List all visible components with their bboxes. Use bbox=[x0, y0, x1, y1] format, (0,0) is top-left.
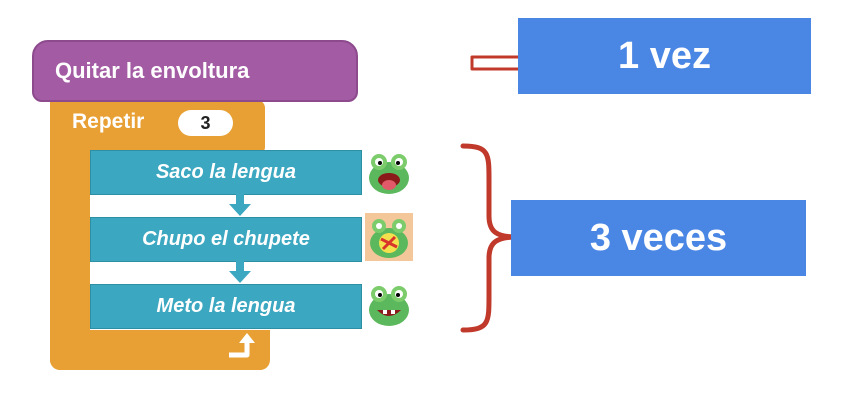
om-nom-smiling-icon bbox=[369, 286, 409, 326]
om-nom-candy-icon bbox=[365, 213, 413, 261]
repeat-block-arm bbox=[50, 100, 90, 368]
three-times-label-box: 3 veces bbox=[511, 200, 806, 276]
command-block-1[interactable]: Saco la lengua bbox=[90, 150, 362, 195]
loop-return-arrow-icon bbox=[229, 333, 255, 358]
command-block-3[interactable]: Meto la lengua bbox=[90, 284, 362, 329]
om-nom-tongue-out-icon bbox=[369, 154, 409, 194]
once-label-box: 1 vez bbox=[518, 18, 811, 94]
repeat-block-bottom bbox=[50, 330, 270, 370]
repeat-label: Repetir bbox=[72, 110, 145, 133]
repeat-count-input[interactable]: 3 bbox=[178, 110, 233, 136]
down-arrow-icon bbox=[229, 194, 251, 216]
hat-block[interactable] bbox=[32, 40, 358, 102]
command-block-2[interactable]: Chupo el chupete bbox=[90, 217, 362, 262]
down-arrow-icon bbox=[229, 261, 251, 283]
hat-block-label: Quitar la envoltura bbox=[55, 58, 250, 83]
